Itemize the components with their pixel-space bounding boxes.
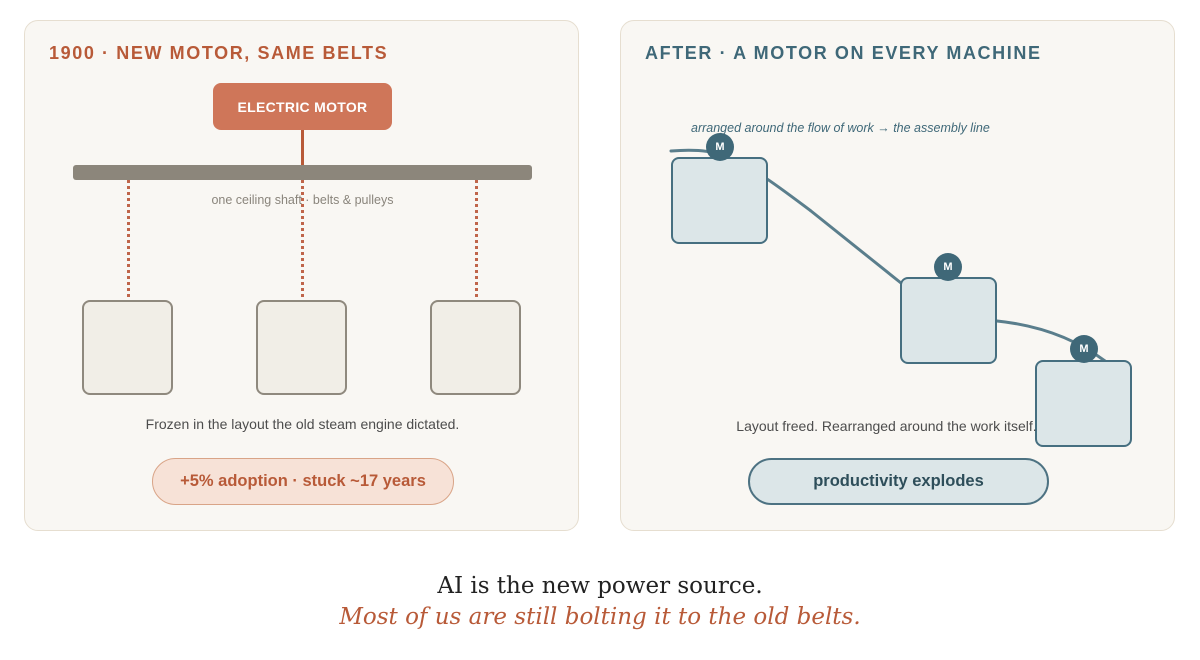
footer-subline: Most of us are still bolting it to the o…	[339, 604, 861, 630]
machine-3	[430, 300, 521, 395]
machine-1	[82, 300, 173, 395]
footer-headline: AI is the new power source.	[437, 573, 763, 599]
before-panel-title: 1900 · NEW MOTOR, SAME BELTS	[49, 43, 389, 63]
before-outcome-pill: +5% adoption · stuck ~17 years	[152, 458, 454, 505]
machine-a	[671, 157, 768, 244]
machine-2	[256, 300, 347, 395]
motor-badge-a: M	[706, 133, 734, 161]
workflow-line	[669, 148, 1107, 363]
motor-badge-c: M	[1070, 335, 1098, 363]
belt-1	[127, 180, 130, 297]
after-outcome-pill: productivity explodes	[748, 458, 1049, 505]
after-outcome-text: productivity explodes	[813, 472, 984, 490]
belt-3	[475, 180, 478, 297]
before-caption: Frozen in the layout the old steam engin…	[145, 416, 460, 432]
after-panel: AFTER · A MOTOR ON EVERY MACHINE arrange…	[620, 20, 1175, 531]
belt-2	[301, 180, 304, 297]
motor-badge-b: M	[934, 253, 962, 281]
machine-b	[900, 277, 997, 364]
flow-note: arranged around the flow of work → the a…	[691, 121, 990, 135]
electric-motor-box: ELECTRIC MOTOR	[213, 83, 392, 130]
after-panel-title: AFTER · A MOTOR ON EVERY MACHINE	[645, 43, 1042, 63]
after-caption: Layout freed. Rearranged around the work…	[736, 418, 1037, 434]
machine-c	[1035, 360, 1132, 447]
motor-drive-connector	[301, 130, 304, 166]
before-outcome-text: +5% adoption · stuck ~17 years	[180, 472, 426, 490]
electric-motor-label: ELECTRIC MOTOR	[237, 98, 368, 115]
shaft-label: one ceiling shaft · belts & pulleys	[211, 193, 394, 207]
ceiling-shaft	[73, 165, 532, 180]
before-panel: 1900 · NEW MOTOR, SAME BELTS ELECTRIC MO…	[24, 20, 579, 531]
